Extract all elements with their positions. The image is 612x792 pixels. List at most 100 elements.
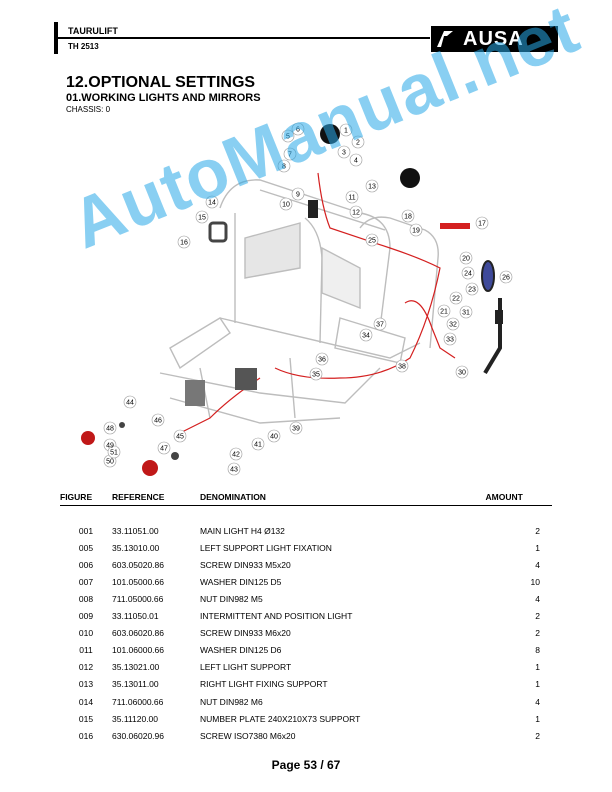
cell-denomination: MAIN LIGHT H4 Ø132	[200, 525, 285, 536]
callout-42: 42	[232, 452, 240, 459]
cell-denomination: SCREW DIN933 M5x20	[200, 559, 291, 570]
chassis-label: CHASSIS: 0	[66, 105, 111, 114]
callout-26: 26	[502, 275, 510, 282]
brand-mark-icon	[437, 31, 453, 47]
callout-36: 36	[318, 357, 326, 364]
callout-9: 9	[296, 192, 300, 199]
cell-figure: 016	[78, 730, 94, 741]
col-amount: AMOUNT	[485, 491, 523, 502]
callout-4: 4	[354, 158, 358, 165]
brand-logo: AUSA	[431, 26, 558, 52]
callout-24: 24	[464, 271, 472, 278]
cell-denomination: LEFT SUPPORT LIGHT FIXATION	[200, 542, 332, 553]
cell-denomination: NUT DIN982 M5	[200, 594, 263, 605]
callout-51: 51	[110, 450, 118, 457]
callout-11: 11	[348, 195, 355, 202]
cell-denomination: LEFT LIGHT SUPPORT	[200, 662, 292, 673]
callout-48: 48	[106, 426, 114, 433]
callout-17: 17	[478, 221, 486, 228]
cell-figure: 008	[78, 594, 94, 605]
cell-figure: 011	[79, 645, 93, 656]
header-bar	[54, 22, 58, 54]
callout-33: 33	[446, 337, 454, 344]
callout-19: 19	[412, 228, 420, 235]
cell-amount: 4	[535, 696, 540, 707]
callout-15: 15	[198, 215, 206, 222]
cell-amount: 2	[535, 525, 540, 536]
cell-amount: 2	[535, 628, 540, 639]
table-header-row: FIGURE REFERENCE DENOMINATION AMOUNT	[60, 489, 552, 505]
header-rule	[58, 37, 430, 39]
cell-amount: 1	[535, 662, 540, 673]
callout-47: 47	[160, 446, 168, 453]
callout-5: 5	[286, 134, 290, 141]
callout-20: 20	[462, 256, 470, 263]
model-code: TH 2513	[68, 42, 99, 51]
callout-50: 50	[106, 459, 114, 466]
callout-44: 44	[126, 400, 134, 407]
table-row: 006 603.05020.86 SCREW DIN933 M5x20 4	[60, 556, 552, 573]
cell-figure: 007	[78, 576, 94, 587]
table-row: 008 711.05000.66 NUT DIN982 M5 4	[60, 590, 552, 607]
cell-denomination: SCREW DIN933 M6x20	[200, 628, 291, 639]
callout-6: 6	[296, 127, 300, 134]
callout-39: 39	[292, 426, 300, 433]
callout-31: 31	[462, 310, 470, 317]
callout-22: 22	[452, 296, 460, 303]
cell-reference: 630.06020.96	[112, 730, 164, 741]
callout-46: 46	[154, 418, 162, 425]
table-row: 009 33.11050.01 INTERMITTENT AND POSITION …	[60, 608, 552, 625]
cell-reference: 35.13021.00	[112, 662, 160, 673]
callout-41: 41	[254, 442, 262, 449]
cell-reference: 35.13011.00	[112, 679, 159, 690]
header-divider	[60, 504, 552, 523]
callout-49: 49	[106, 443, 114, 450]
callout-38: 38	[398, 364, 406, 371]
cell-denomination: SCREW ISO7380 M6x20	[200, 730, 296, 741]
callout-18: 18	[404, 214, 412, 221]
callout-35: 35	[312, 372, 320, 379]
cell-figure: 014	[78, 696, 94, 707]
page-number: Page 53 / 67	[271, 758, 341, 772]
callout-43: 43	[230, 467, 238, 474]
cell-figure: 012	[78, 662, 94, 673]
cell-amount: 4	[535, 559, 540, 570]
cell-reference: 711.05000.66	[112, 594, 164, 605]
cell-amount: 2	[535, 730, 540, 741]
callout-32: 32	[449, 322, 457, 329]
table-row: 016 630.06020.96 SCREW ISO7380 M6x20 2	[60, 727, 552, 744]
cell-figure: 015	[78, 713, 94, 724]
parts-table: FIGURE REFERENCE DENOMINATION AMOUNT 001…	[60, 489, 552, 744]
cell-amount: 4	[535, 594, 540, 605]
callout-21: 21	[440, 309, 448, 316]
section-title: 12.OPTIONAL SETTINGS	[66, 74, 256, 91]
cell-reference: 101.05000.66	[112, 576, 164, 587]
callout-16: 16	[180, 240, 188, 247]
cell-amount: 8	[535, 645, 540, 656]
cell-reference: 603.05020.86	[112, 559, 164, 570]
cell-amount: 1	[535, 542, 540, 553]
callout-8: 8	[282, 164, 286, 171]
callout-7: 7	[288, 152, 292, 159]
cell-denomination: RIGHT LIGHT FIXING SUPPORT	[200, 679, 328, 690]
callout-30: 30	[458, 370, 466, 377]
cell-denomination: WASHER DIN125 D6	[200, 645, 282, 656]
cell-figure: 001	[78, 525, 94, 536]
cell-figure: 009	[78, 611, 94, 622]
callout-1: 1	[344, 128, 348, 135]
callout-40: 40	[270, 434, 278, 441]
cell-figure: 006	[78, 559, 94, 570]
callout-45: 45	[176, 434, 184, 441]
col-figure: FIGURE	[60, 491, 93, 502]
cell-reference: 33.11050.01	[112, 611, 159, 622]
callout-13: 13	[368, 184, 376, 191]
cell-denomination: INTERMITTENT AND POSITION LIGHT	[200, 611, 353, 622]
callout-3: 3	[342, 150, 346, 157]
col-reference: REFERENCE	[112, 491, 165, 502]
cell-denomination: NUMBER PLATE 240X210X73 SUPPORT	[200, 713, 361, 724]
